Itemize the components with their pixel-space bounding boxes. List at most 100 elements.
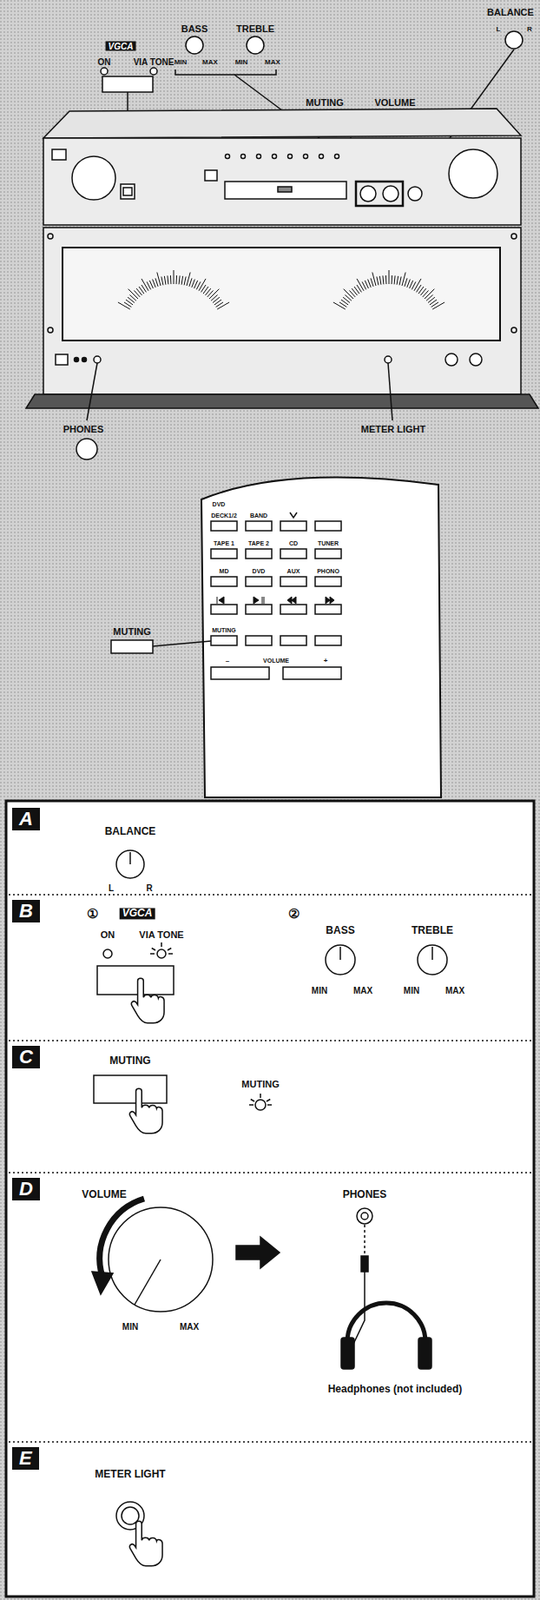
part-label: + bbox=[323, 657, 329, 666]
section-letter: E bbox=[12, 1446, 40, 1469]
remote-button bbox=[210, 604, 238, 614]
part-label: MAX bbox=[202, 59, 218, 67]
part-label: VOLUME bbox=[263, 657, 290, 665]
part-label: TREBLE bbox=[411, 924, 454, 936]
stroke bbox=[259, 1093, 262, 1098]
stroke bbox=[128, 289, 139, 299]
stroke bbox=[150, 952, 155, 955]
stroke bbox=[362, 281, 367, 290]
part-label: ② bbox=[288, 906, 300, 922]
part-label: AUX bbox=[287, 567, 301, 575]
remote-button bbox=[245, 520, 272, 531]
remote-button bbox=[210, 520, 238, 531]
remote-button bbox=[210, 548, 238, 559]
part-label: ON bbox=[100, 928, 116, 940]
stroke bbox=[394, 275, 396, 284]
part-label: MIN bbox=[174, 59, 188, 67]
part-label: CD bbox=[289, 540, 298, 547]
section-letter: B bbox=[12, 899, 40, 922]
stroke bbox=[249, 1103, 254, 1106]
part-label: BASS bbox=[181, 23, 209, 34]
stroke bbox=[379, 276, 382, 285]
stroke bbox=[356, 278, 364, 291]
part-label: MAX bbox=[264, 59, 281, 67]
stroke bbox=[432, 302, 445, 310]
stroke bbox=[368, 279, 372, 288]
part-label: BAND bbox=[250, 512, 268, 520]
part-label: METER LIGHT bbox=[361, 423, 427, 435]
remote-button bbox=[245, 604, 272, 614]
part-label: MAX bbox=[353, 985, 373, 995]
part-label: VOLUME bbox=[374, 97, 415, 108]
stroke bbox=[399, 276, 402, 285]
remote-button bbox=[280, 576, 307, 587]
stroke bbox=[118, 302, 131, 310]
stroke bbox=[168, 952, 173, 955]
stroke bbox=[404, 277, 408, 287]
part-label: R bbox=[526, 26, 533, 34]
part-label: L bbox=[496, 26, 501, 34]
section-panel: E bbox=[8, 1441, 532, 1594]
stroke bbox=[176, 275, 178, 284]
stroke bbox=[173, 270, 175, 284]
stroke bbox=[194, 280, 198, 289]
part-label: MIN bbox=[311, 985, 328, 995]
part-label: MAX bbox=[445, 985, 465, 995]
stroke bbox=[141, 278, 149, 291]
stroke bbox=[391, 275, 394, 284]
stroke bbox=[217, 302, 230, 310]
remote-button bbox=[280, 548, 307, 559]
part-label: VIA TONE bbox=[138, 928, 184, 940]
stroke bbox=[151, 948, 156, 951]
stroke bbox=[424, 289, 435, 299]
remote-button bbox=[210, 666, 270, 679]
remote-button bbox=[315, 548, 342, 559]
stroke bbox=[152, 279, 157, 288]
stroke bbox=[407, 279, 411, 288]
remote-button bbox=[210, 576, 238, 587]
part-label: ON bbox=[98, 57, 112, 67]
stroke bbox=[382, 275, 384, 284]
part-label: PHONES bbox=[342, 1188, 388, 1200]
part-label: PHONO bbox=[316, 567, 340, 575]
stroke bbox=[343, 289, 354, 299]
indicator-dot bbox=[335, 154, 340, 159]
stroke bbox=[181, 276, 184, 285]
stroke bbox=[209, 289, 219, 299]
indicator-dot bbox=[319, 154, 324, 159]
stroke bbox=[161, 276, 164, 285]
section-letter: D bbox=[12, 1177, 40, 1200]
section-panel: C bbox=[8, 1040, 532, 1173]
stroke bbox=[167, 275, 169, 284]
part-label: MIN bbox=[403, 985, 420, 995]
stroke bbox=[388, 270, 390, 284]
part-label: L bbox=[108, 882, 114, 893]
remote-button bbox=[245, 576, 272, 587]
indicator-dot bbox=[288, 154, 293, 159]
part-label: VIA TONE bbox=[133, 57, 175, 67]
remote-button bbox=[280, 635, 307, 646]
indicator-dot bbox=[256, 154, 262, 159]
part-label: METER LIGHT bbox=[94, 1468, 165, 1480]
stroke bbox=[409, 280, 414, 289]
part-label: BALANCE bbox=[487, 6, 534, 18]
part-label: MUTING bbox=[112, 625, 151, 637]
remote-button bbox=[245, 548, 272, 559]
part-label: VOLUME bbox=[81, 1188, 126, 1200]
remote-button bbox=[283, 666, 342, 679]
remote-button bbox=[280, 520, 307, 531]
indicator-dot bbox=[241, 154, 246, 159]
stroke bbox=[385, 275, 388, 284]
section-panel: D bbox=[8, 1172, 532, 1442]
stroke bbox=[157, 272, 161, 286]
stroke bbox=[414, 278, 422, 291]
remote-button bbox=[315, 635, 342, 646]
part-label: MUTING bbox=[109, 1054, 151, 1067]
part-label: MIN bbox=[122, 1321, 139, 1331]
part-label: MIN bbox=[235, 59, 249, 67]
stroke bbox=[370, 277, 374, 287]
stroke bbox=[184, 276, 186, 285]
stroke bbox=[189, 277, 192, 287]
stroke bbox=[164, 276, 166, 285]
